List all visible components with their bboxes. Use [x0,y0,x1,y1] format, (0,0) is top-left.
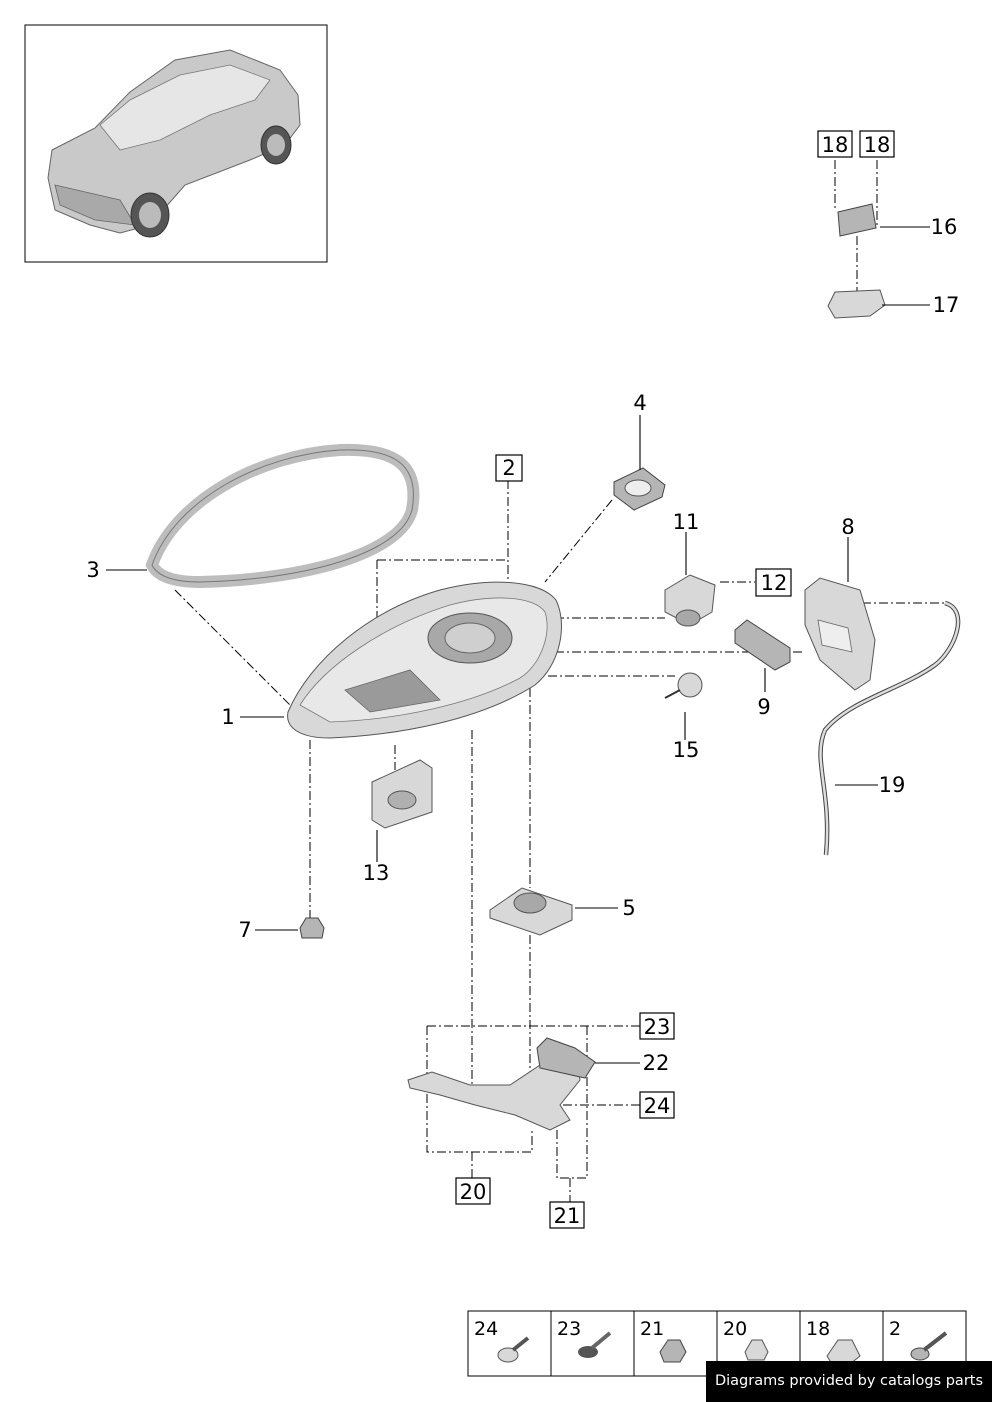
screw-23-icon [578,1331,612,1358]
leader-lines [106,226,930,1064]
legend-label-18: 18 [806,1318,830,1340]
callout-19: 19 [879,773,906,797]
legend-label-21: 21 [640,1318,664,1340]
part-4-fan [613,467,666,511]
grommet-21-icon [659,1339,687,1363]
screw-24-icon [497,1336,530,1363]
part-5-control-unit [489,887,573,936]
part-7-cap [299,917,325,939]
part-19-cable [818,600,961,856]
callout-5: 5 [622,896,635,920]
part-9-module [734,619,791,671]
part-11-actuator [664,574,716,627]
boxed-callouts [455,130,895,1229]
callout-2: 2 [502,456,515,480]
part-16-module [837,203,877,237]
callout-16: 16 [931,215,958,239]
callout-15: 15 [673,738,700,762]
callout-11: 11 [673,510,700,534]
part-1-headlamp [287,581,562,739]
part-13-ballast [371,759,433,829]
callout-18a: 18 [822,133,849,157]
part-17-bracket [827,289,886,319]
callout-17: 17 [933,293,960,317]
callout-3: 3 [86,558,99,582]
callout-1: 1 [221,705,234,729]
callout-21: 21 [554,1204,581,1228]
callout-9: 9 [757,695,770,719]
callout-24: 24 [644,1094,671,1118]
callout-20: 20 [460,1180,487,1204]
credit-banner: Diagrams provided by catalogs parts [706,1361,992,1402]
vehicle-thumbnail [24,24,328,263]
part-20-bracket [407,1044,581,1131]
callout-8: 8 [841,515,854,539]
callout-13: 13 [363,861,390,885]
callout-18b: 18 [864,133,891,157]
clip-20-icon [744,1339,769,1361]
legend-label-2: 2 [889,1318,901,1340]
legend-label-23: 23 [557,1318,581,1340]
part-22-holder [536,1037,596,1079]
legend-label-24: 24 [474,1318,498,1340]
part-15-bulb [664,672,703,699]
callout-22: 22 [643,1051,670,1075]
callout-12: 12 [761,571,788,595]
legend-label-20: 20 [723,1318,747,1340]
callout-23: 23 [644,1015,671,1039]
callout-4: 4 [633,391,646,415]
screw-2-icon [910,1331,948,1361]
part-3-trim-ring [145,443,420,589]
assembly-lines [174,160,945,1202]
callout-7: 7 [238,918,251,942]
part-8-cover [804,577,876,691]
